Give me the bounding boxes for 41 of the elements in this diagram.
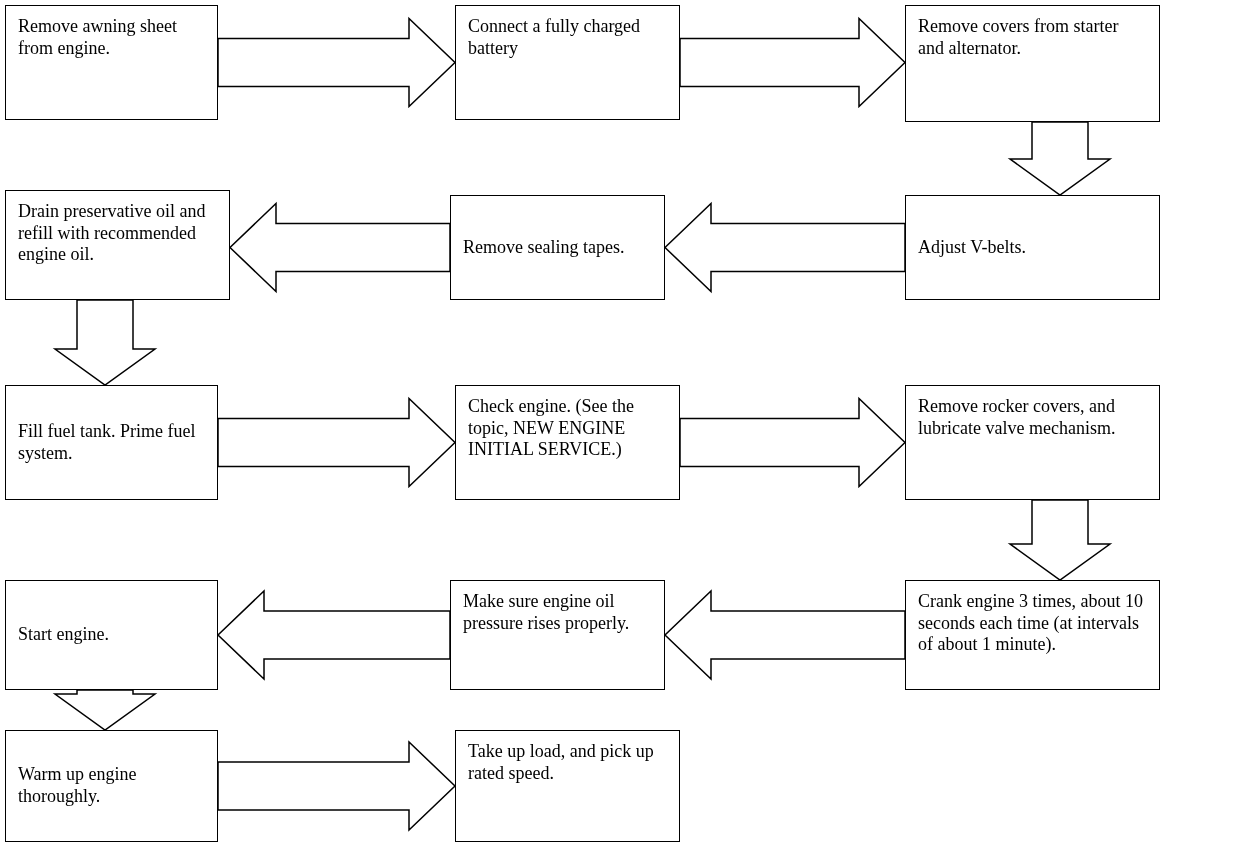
step-text: Start engine. — [18, 624, 109, 646]
block-arrow — [1007, 121, 1113, 196]
step-box — [450, 580, 665, 690]
step-text: Fill fuel tank. Prime fuel system. — [18, 420, 197, 465]
block-arrow — [1007, 499, 1113, 581]
step-text: Remove awning sheet from engine. — [18, 16, 178, 60]
step-box — [5, 5, 218, 120]
step-text: Remove covers from starter and alternator. — [918, 16, 1120, 60]
block-arrow — [217, 396, 457, 489]
step-text: Remove rocker covers, and lubricate valve mechanism. — [918, 396, 1117, 440]
block-arrow — [52, 299, 158, 386]
step-box — [450, 195, 665, 300]
step-text: Remove sealing tapes. — [463, 236, 625, 259]
step-text: Drain preservative oil and refill with recommended engine oil. — [18, 201, 207, 266]
step-box — [5, 190, 230, 300]
block-arrow — [216, 589, 451, 681]
block-arrow — [217, 16, 457, 109]
step-box — [905, 5, 1160, 122]
block-arrow — [663, 589, 906, 681]
step-text: Check engine. (See the topic, NEW ENGINE INITIAL SERVICE.) — [468, 396, 635, 461]
step-box — [455, 385, 680, 500]
step-box — [905, 385, 1160, 500]
block-arrow — [679, 16, 907, 109]
step-box — [5, 385, 218, 500]
step-text: Connect a fully charged battery — [468, 16, 642, 60]
step-text: Make sure engine oil pressure rises properly. — [463, 591, 631, 635]
step-box — [5, 730, 218, 842]
step-text: Warm up engine thoroughly. — [18, 764, 138, 808]
block-arrow — [217, 740, 457, 832]
block-arrow — [228, 201, 451, 294]
block-arrow — [679, 396, 907, 489]
step-text: Crank engine 3 times, about 10 seconds each time (at intervals of about 1 minute). — [918, 591, 1144, 656]
step-text: Adjust V-belts. — [918, 236, 1027, 259]
step-text: Take up load, and pick up rated speed. — [468, 741, 655, 785]
step-box — [455, 730, 680, 842]
step-box — [5, 580, 218, 690]
block-arrow — [663, 201, 906, 294]
step-box — [905, 580, 1160, 690]
step-box — [455, 5, 680, 120]
step-box — [905, 195, 1160, 300]
block-arrow — [52, 689, 158, 731]
